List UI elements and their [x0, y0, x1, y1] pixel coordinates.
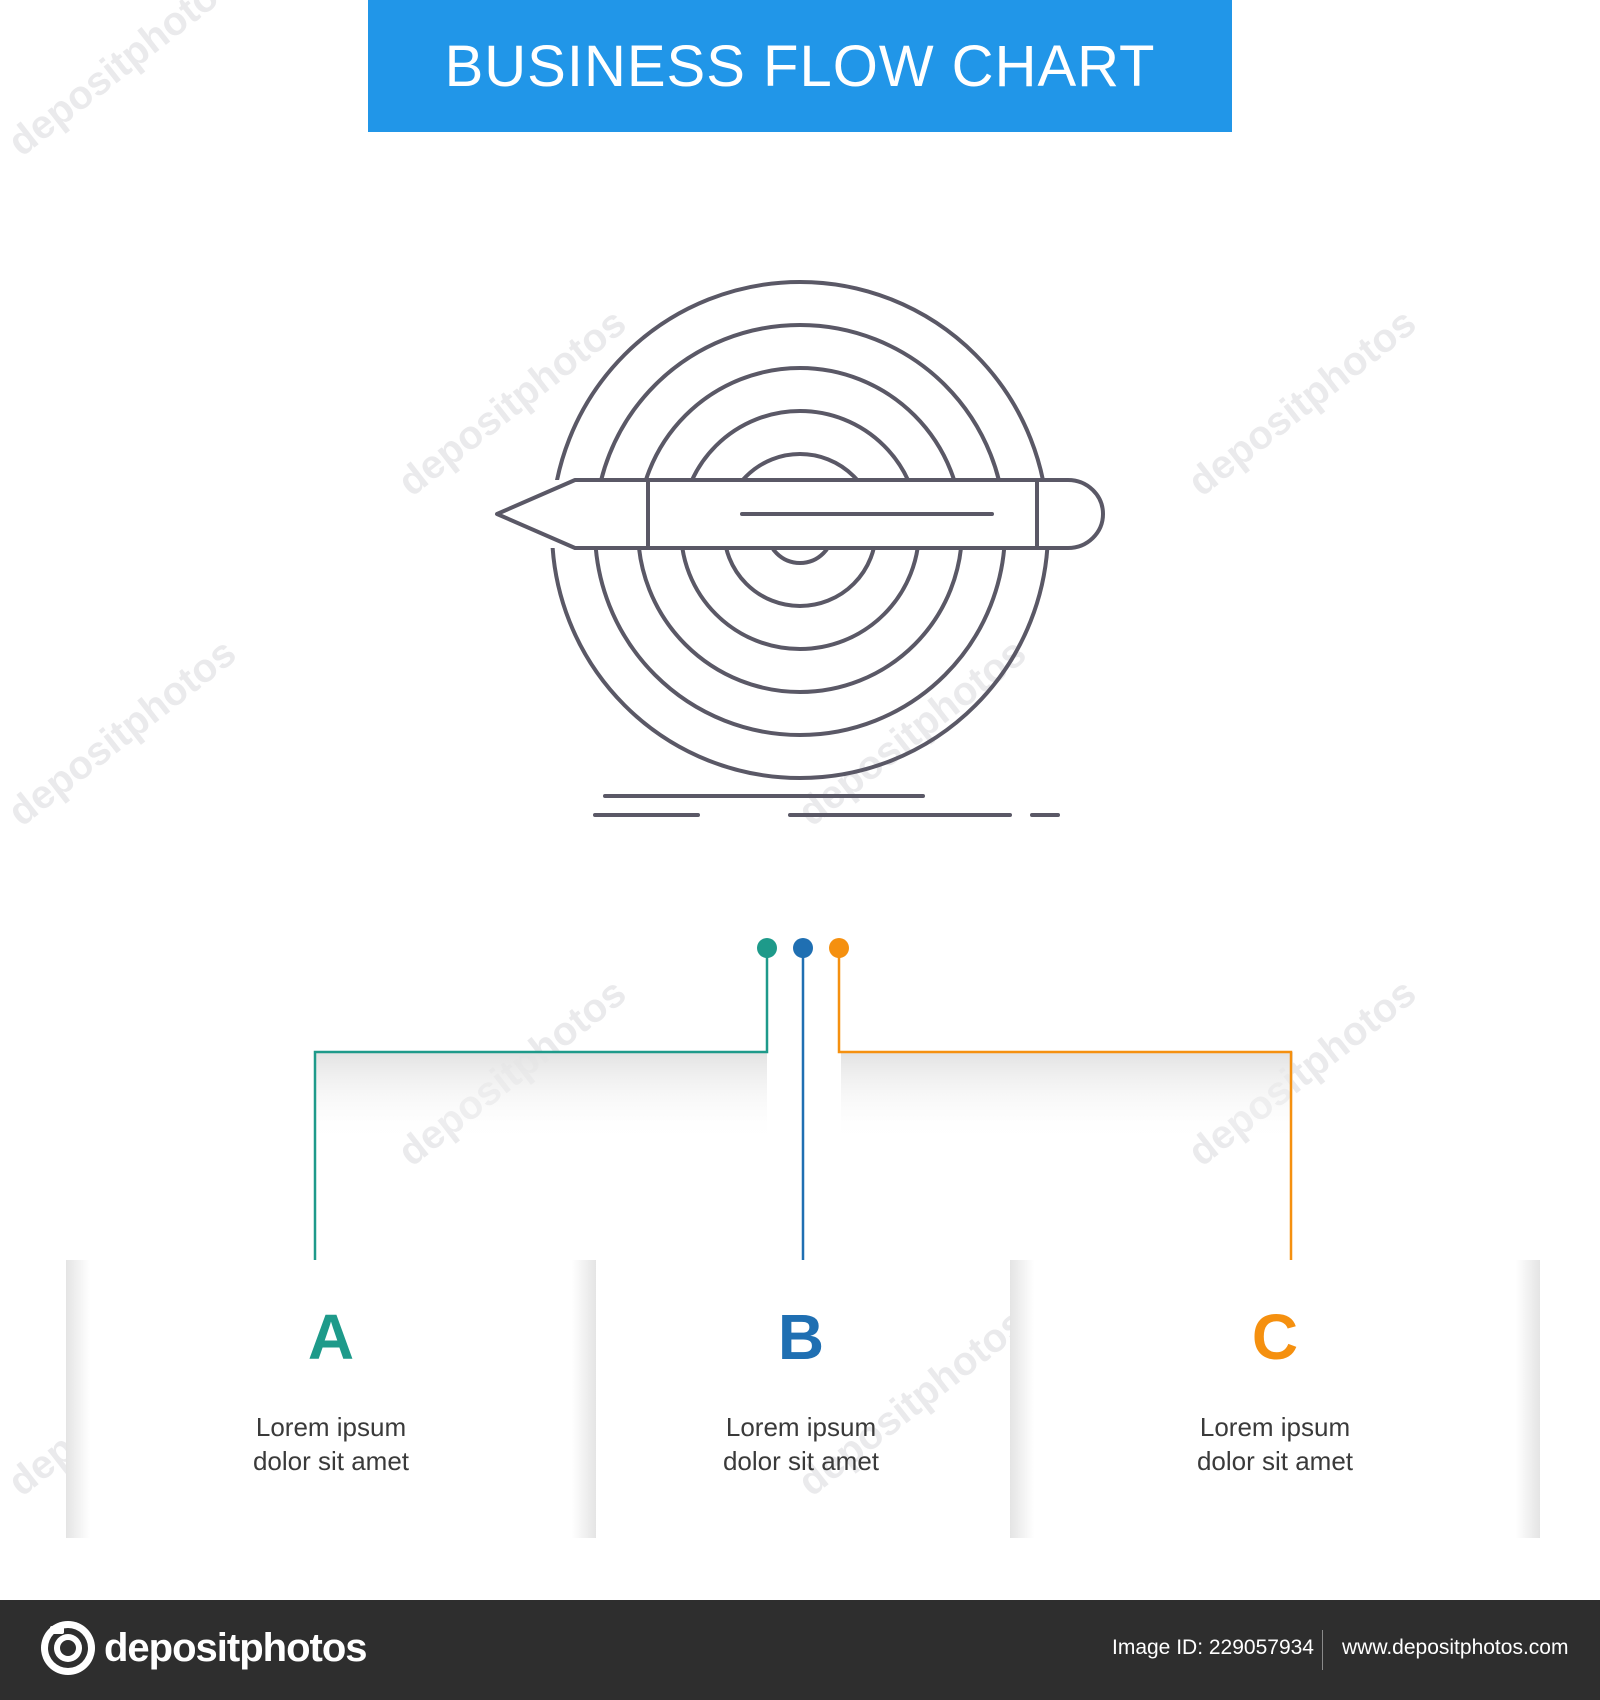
connector-a: [313, 948, 769, 1276]
camera-logo-icon: [41, 1621, 95, 1675]
target-rings: [550, 280, 1050, 780]
pencil: [495, 478, 1105, 550]
card-shade: [572, 1260, 596, 1538]
card-letter-c: C: [1251, 1301, 1299, 1373]
card-description-b: Lorem ipsum dolor sit amet: [536, 1410, 1066, 1478]
footer-divider: [1322, 1630, 1323, 1670]
card-text-line: dolor sit amet: [252, 1446, 410, 1476]
branch-shadow-right: [841, 1052, 1293, 1142]
target-pencil-icon: [495, 280, 1105, 817]
card-text-line: Lorem ipsum: [725, 1412, 877, 1442]
card-letter-b: B: [777, 1301, 825, 1373]
branch-shadow-left: [315, 1052, 767, 1142]
image-id: Image ID: 229057934: [1112, 1636, 1314, 1659]
card-text-line: dolor sit amet: [722, 1446, 880, 1476]
card-shade: [1010, 1260, 1034, 1538]
card-letter-a: A: [307, 1301, 355, 1373]
node-dot-b: [793, 938, 813, 958]
card-description-a: Lorem ipsum dolor sit amet: [66, 1410, 596, 1478]
card-c: C Lorem ipsum dolor sit amet: [1010, 1260, 1540, 1538]
card-text-line: Lorem ipsum: [1199, 1412, 1351, 1442]
footer-logo-text: depositphotos: [104, 1625, 368, 1670]
connector-c: [837, 948, 1293, 1276]
footer-url-link[interactable]: www.depositphotos.com: [1342, 1636, 1569, 1659]
card-shade: [1516, 1260, 1540, 1538]
card-b: B Lorem ipsum dolor sit amet: [536, 1260, 1066, 1538]
node-dot-a: [757, 938, 777, 958]
footer-bar: depositphotos Image ID: 229057934 www.de…: [0, 1600, 1600, 1700]
card-text-line: dolor sit amet: [1196, 1446, 1354, 1476]
card-a: A Lorem ipsum dolor sit amet: [66, 1260, 596, 1538]
flow-diagram: [313, 280, 1293, 1276]
ground-lines: [593, 794, 1060, 817]
card-description-c: Lorem ipsum dolor sit amet: [1010, 1410, 1540, 1478]
page-title: BUSINESS FLOW CHART: [444, 33, 1156, 99]
card-text-line: Lorem ipsum: [255, 1412, 407, 1442]
footer-logo[interactable]: depositphotos: [40, 1620, 368, 1676]
node-dot-c: [829, 938, 849, 958]
title-banner: BUSINESS FLOW CHART: [368, 0, 1232, 132]
card-shade: [66, 1260, 90, 1538]
